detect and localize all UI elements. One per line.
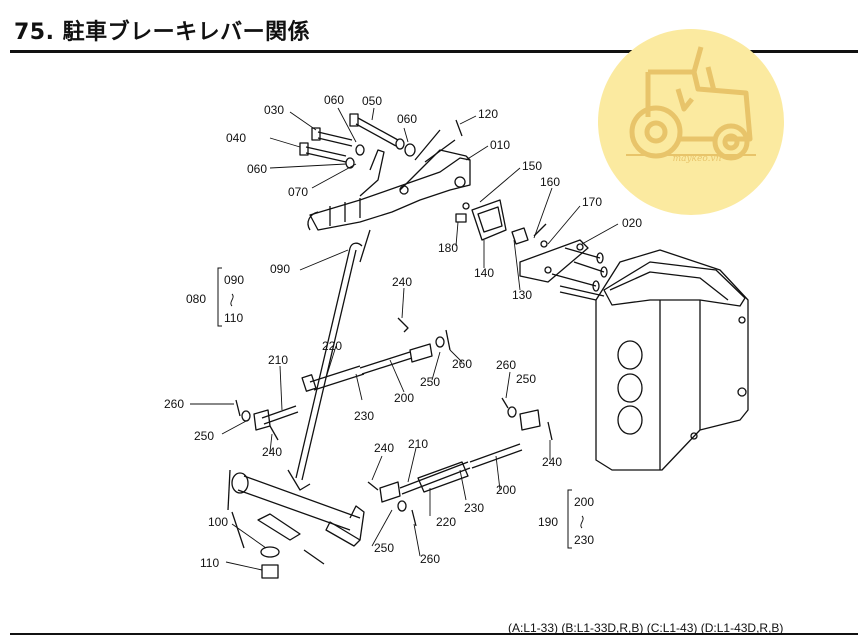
part-label-250: 250 [420,375,441,389]
group-080-from: 090 [224,273,245,287]
group-190-to: 230 [574,533,595,547]
part-label-090: 090 [270,262,291,276]
part-label-040: 040 [226,131,247,145]
group-190-from: 200 [574,495,595,509]
part-label-110: 110 [200,556,220,570]
part-label-240: 240 [374,441,395,455]
part-label-240: 240 [262,445,283,459]
cross-shaft [227,469,365,579]
bottom-rule [10,633,858,635]
part-label-100: 100 [208,515,229,529]
part-label-170: 170 [582,195,603,209]
part-label-230: 230 [354,409,375,423]
part-label-120: 120 [478,107,499,121]
part-label-210: 210 [268,353,289,367]
part-label-210: 210 [408,437,429,451]
clevis-left [235,399,299,441]
leader-lines [190,107,619,571]
part-label-200: 200 [394,391,415,405]
part-label-140: 140 [474,266,495,280]
parking-lever [307,129,471,231]
part-label-260: 260 [420,552,441,566]
part-label-240: 240 [542,455,563,469]
watermark-text: maykeo.vn [672,154,722,164]
turnbuckle-upper [301,317,451,392]
part-label-180: 180 [438,241,459,255]
brake-rod [287,229,371,491]
group-080-id: 080 [186,292,207,306]
part-label-220: 220 [322,339,343,353]
bracket-plate [519,239,608,297]
part-label-230: 230 [464,501,485,515]
part-label-260: 260 [496,358,517,372]
part-label-020: 020 [622,216,643,230]
tractor-logo-watermark [598,29,784,215]
part-label-250: 250 [516,372,537,386]
page-title: 75. 駐車ブレーキレバー関係 [14,20,311,45]
transmission-housing [559,249,749,471]
part-label-010: 010 [490,138,511,152]
group-190-id: 190 [538,515,559,529]
part-label-260: 260 [452,357,473,371]
part-label-050: 050 [362,94,383,108]
bolts-top [299,113,463,169]
part-label-250: 250 [194,429,215,443]
part-label-200: 200 [496,483,517,497]
part-label-220: 220 [436,515,457,529]
part-label-160: 160 [540,175,561,189]
part-label-060: 060 [247,162,268,176]
part-label-150: 150 [522,159,543,173]
switch-block [455,199,548,248]
part-label-070: 070 [288,185,309,199]
turnbuckle-lower [367,397,553,527]
part-label-030: 030 [264,103,285,117]
group-080-to: 110 [224,311,244,325]
part-label-130: 130 [512,288,533,302]
part-label-240: 240 [392,275,413,289]
model-applicability-footer: (A:L1-33) (B:L1-33D,R,B) (C:L1-43) (D:L1… [508,621,784,635]
part-label-260: 260 [164,397,185,411]
part-label-250: 250 [374,541,395,555]
part-label-060: 060 [324,93,345,107]
title-underline [10,50,858,53]
part-label-060: 060 [397,112,418,126]
